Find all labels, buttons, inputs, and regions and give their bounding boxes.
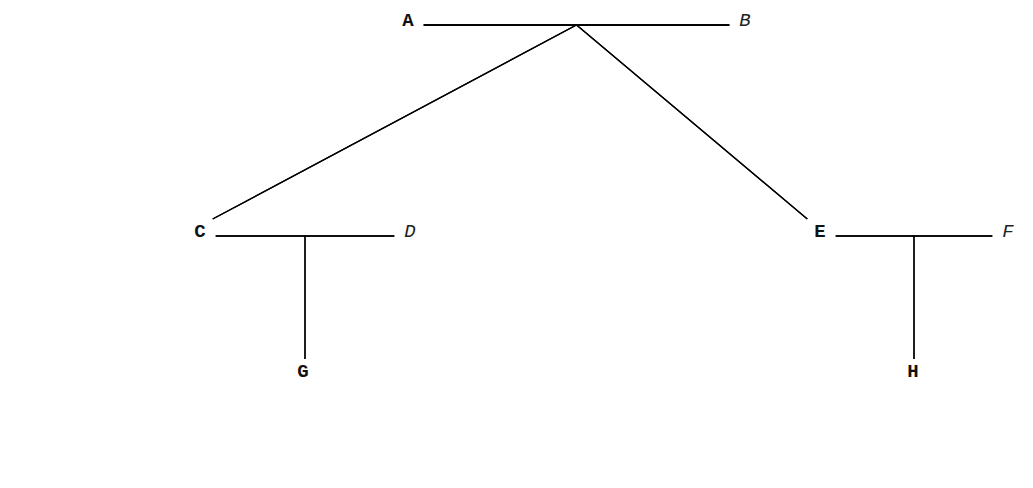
kinship-line <box>216 236 305 359</box>
person-label: C <box>194 221 205 243</box>
kinship-line <box>836 236 914 359</box>
kinship-line <box>213 25 730 219</box>
kinship-line <box>305 236 394 359</box>
person-label: E <box>814 221 825 243</box>
person-label: F <box>1002 221 1013 243</box>
person-node: F <box>992 219 1023 245</box>
person-node: D <box>394 219 425 245</box>
person-label: H <box>907 361 918 383</box>
person-label: D <box>404 221 415 243</box>
kinship-line <box>914 236 992 359</box>
person-label: B <box>739 10 750 32</box>
person-node: E <box>804 219 835 245</box>
person-label: A <box>402 10 413 32</box>
kinship-line <box>424 25 808 219</box>
person-node: G <box>287 359 318 385</box>
person-node: A <box>392 8 423 34</box>
person-label: G <box>297 361 308 383</box>
person-node: H <box>897 359 928 385</box>
kinship-line <box>577 25 808 219</box>
person-node: C <box>184 219 215 245</box>
person-node: B <box>729 8 760 34</box>
